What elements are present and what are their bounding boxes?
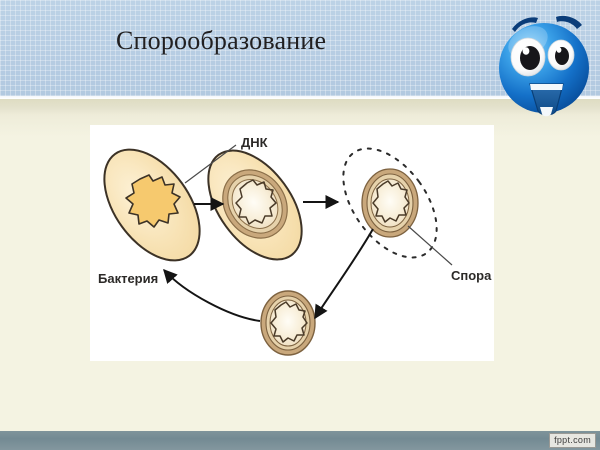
label-bacterium: Бактерия (98, 271, 158, 286)
mascot-eyes (510, 37, 575, 77)
header-tan-band (0, 99, 600, 115)
spore-core-stage2 (235, 179, 277, 225)
stage-1-bacterium-with-dna (103, 148, 201, 262)
fppt-watermark[interactable]: fppt.com (549, 433, 596, 448)
spore-core-stage3 (372, 180, 410, 223)
spore-leader-line (407, 225, 453, 266)
spore-formation-diagram: ДНК Бактерия Спора (90, 125, 494, 361)
arrow-stage4-to-stage1 (163, 268, 261, 322)
slide-title: Спорообразование (116, 26, 327, 55)
dissolving-cell-wall (342, 147, 438, 259)
mascot-eyebrows (512, 15, 582, 32)
stage-2-bacterium-forming-spore (207, 149, 303, 261)
header-hairline-divider (0, 96, 600, 99)
slide-header-band (0, 0, 600, 96)
arrow-stage3-to-stage4 (314, 228, 374, 320)
shocked-blue-smiley-icon (499, 15, 589, 117)
diagram-labels: ДНК Бактерия Спора (98, 135, 492, 286)
stage-3-spore-released (342, 147, 438, 259)
slide-footer-band (0, 431, 600, 450)
process-arrows (163, 195, 374, 322)
dna-nucleoid (125, 174, 181, 228)
spore-core-stage4 (270, 301, 308, 343)
mascot-mouth (529, 83, 564, 117)
stage-4-free-spore (260, 290, 316, 356)
label-dna: ДНК (241, 135, 268, 150)
label-spore: Спора (451, 268, 492, 283)
dna-leader-line (184, 144, 237, 184)
